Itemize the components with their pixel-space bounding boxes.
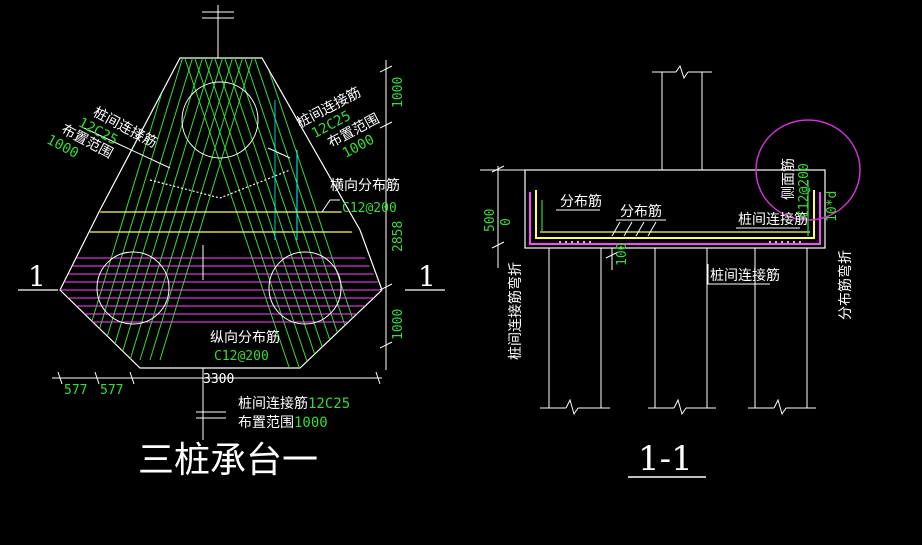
right-vertical-note: 分布筋弯折 <box>837 250 854 320</box>
pile-left <box>96 251 170 325</box>
pile-top <box>181 81 259 159</box>
section-marker-right: 1 <box>418 260 436 293</box>
bottom-note-line2: 布置范围1000 <box>238 414 328 431</box>
section-view: 500 0 100 分布筋 分布筋 桩间连接筋 桩间连接筋 侧面筋 C12@20… <box>480 64 861 479</box>
left-vertical-note: 桩间连接筋弯折 <box>507 262 524 360</box>
vertical-dist-label: 纵向分布筋 <box>210 329 280 346</box>
vertical-dist-value: C12@200 <box>214 349 269 364</box>
pile-link-bottom-label: 桩间连接筋 <box>710 267 780 284</box>
plan-view: 1 1 1000 2858 1000 3300 577 577 桩间连接筋 12… <box>18 5 445 481</box>
dim-width: 3300 <box>203 372 234 387</box>
side-bar-value: C12@200 <box>797 163 812 218</box>
plan-title: 三桩承台一 <box>138 440 318 481</box>
section-marker-left: 1 <box>28 260 46 293</box>
section-dim-100: 100 <box>615 243 630 266</box>
section-piles <box>540 248 816 416</box>
cap-outline <box>59 57 383 369</box>
side-bar-label: 侧面筋 <box>780 158 797 200</box>
dist-bar-label-2: 分布筋 <box>620 203 662 220</box>
hook-length: 10*d <box>825 191 840 222</box>
horizontal-dist-value: C12@200 <box>342 201 397 216</box>
dim-left-1: 577 <box>64 383 87 398</box>
pile-link-top-label: 桩间连接筋 <box>738 211 808 228</box>
column-axis <box>196 5 234 440</box>
section-dim-0: 0 <box>499 218 514 226</box>
left-note: 桩间连接筋 12C25 布置范围 1000 <box>44 104 160 162</box>
cap-section <box>524 169 826 249</box>
dim-bottom: 1000 <box>391 309 406 340</box>
dim-middle: 2858 <box>391 221 406 252</box>
pile-right <box>268 251 342 325</box>
bottom-note-line1: 桩间连接筋12C25 <box>238 395 350 412</box>
section-dim-500: 500 <box>483 209 498 232</box>
dim-top: 1000 <box>391 77 406 108</box>
dist-bar-label-1: 分布筋 <box>560 193 602 210</box>
diagonal-rebar-bands <box>60 58 382 368</box>
right-note: 桩间连接筋 12C25 布置范围 1000 <box>294 84 382 162</box>
dim-left-2: 577 <box>100 383 123 398</box>
horizontal-dist-label: 横向分布筋 <box>330 177 400 194</box>
side-bar-callout <box>755 119 861 221</box>
section-title: 1-1 <box>638 439 693 479</box>
